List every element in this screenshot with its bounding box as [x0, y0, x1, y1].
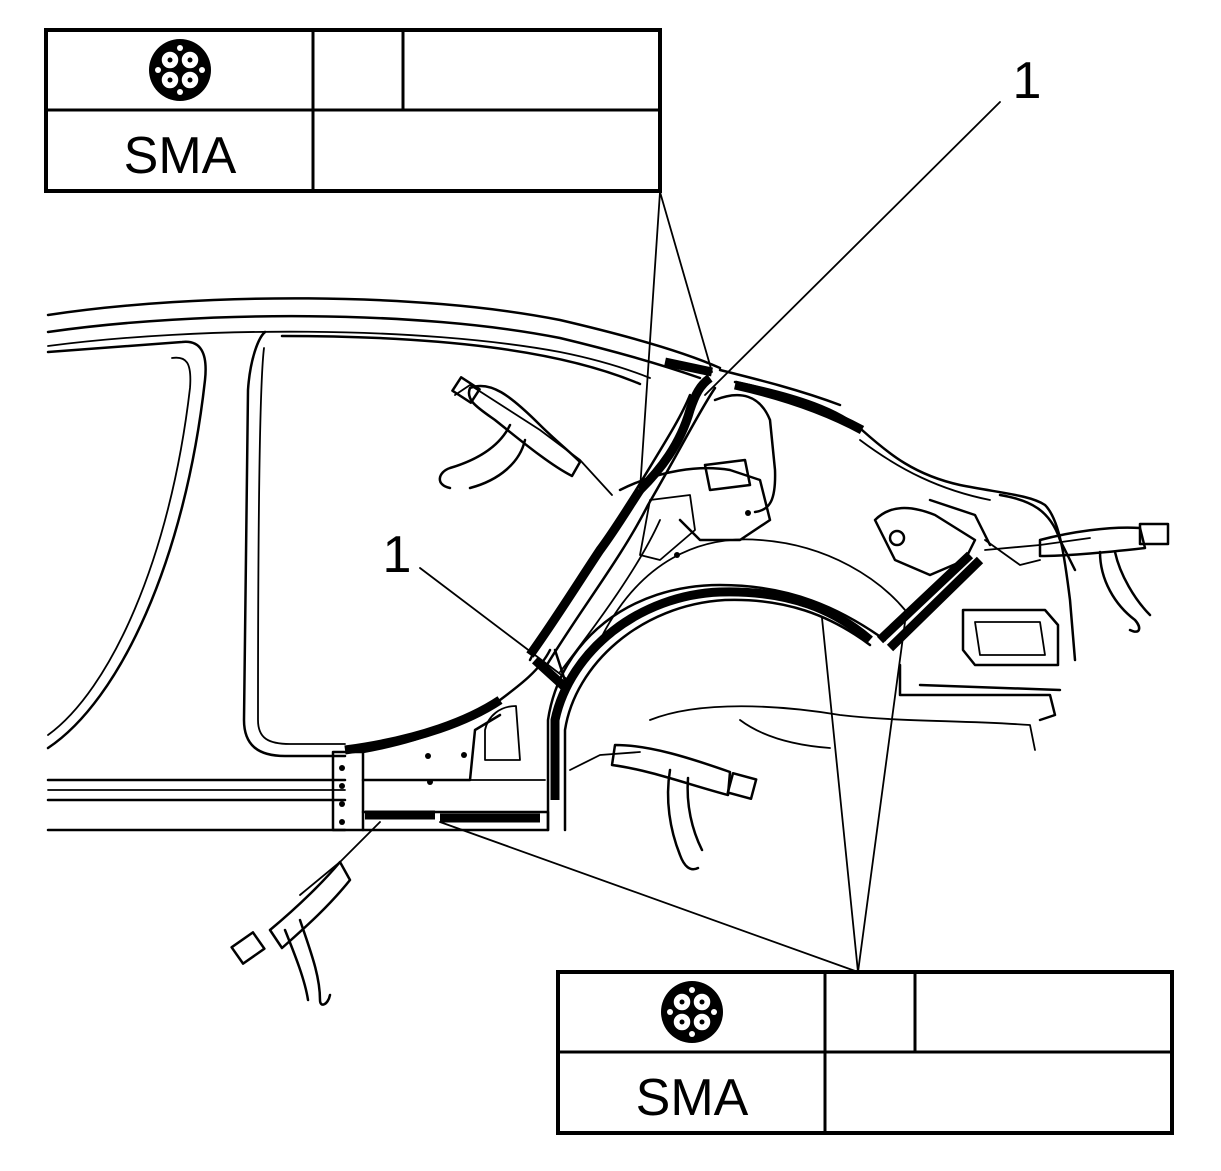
- adhesive-gun-upper-left: [438, 376, 613, 496]
- adhesive-cartridge-icon: [149, 39, 211, 101]
- car-body-outline: [46, 297, 1077, 832]
- adhesive-table-bottom: SMA: [556, 970, 1174, 1135]
- callout-number-lower: 1: [383, 526, 412, 584]
- adhesive-label-top: SMA: [124, 127, 237, 185]
- adhesive-beads: [344, 357, 984, 823]
- adhesive-gun-lower-middle: [569, 743, 758, 871]
- leader-lines: [419, 101, 1001, 973]
- adhesive-cartridge-icon: [661, 981, 723, 1043]
- adhesive-gun-lower-left: [230, 821, 381, 1006]
- adhesive-label-bottom: SMA: [636, 1069, 749, 1127]
- adhesive-gun-right: [984, 522, 1170, 633]
- callout-number-upper: 1: [1013, 52, 1042, 110]
- adhesive-table-top: SMA: [44, 28, 662, 193]
